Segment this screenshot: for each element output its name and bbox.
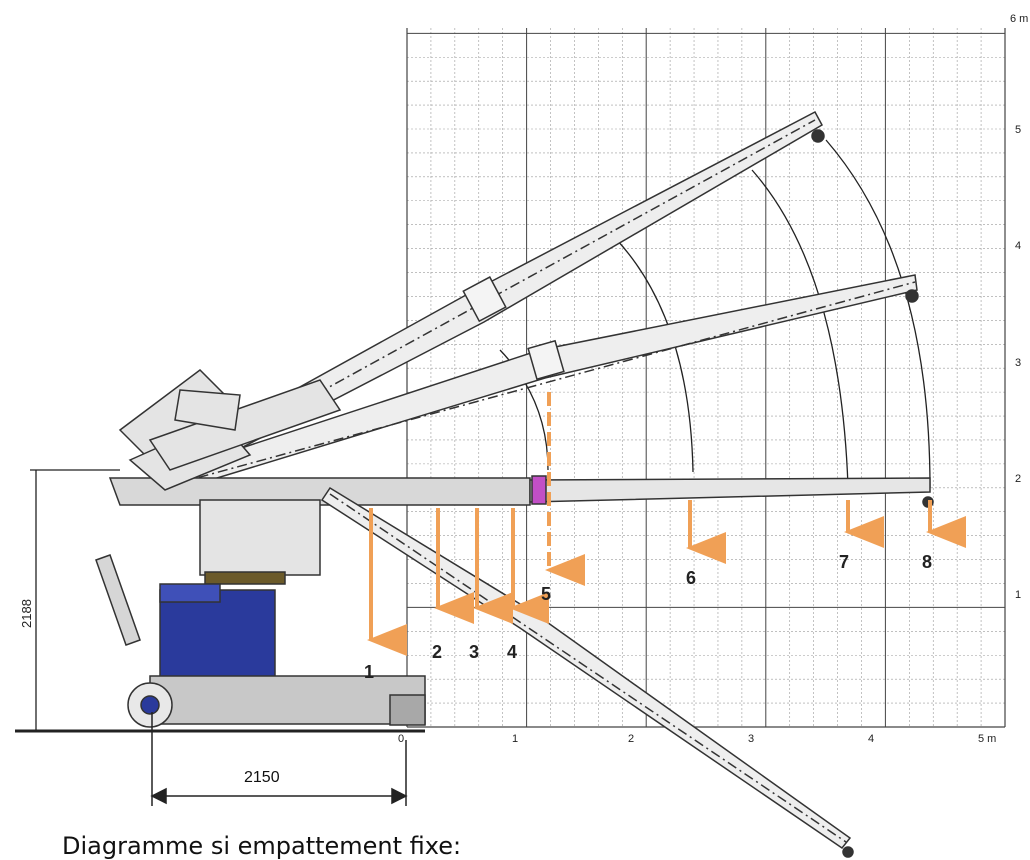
boom-upper-joint <box>462 276 507 323</box>
load-point-4: 4 <box>507 642 517 662</box>
crane-body <box>15 499 426 733</box>
reach-arc-2 <box>751 169 849 487</box>
dimension-height <box>30 469 120 732</box>
boom-lower-centerline <box>329 493 847 843</box>
wheelbase-dim-label: 2150 <box>244 769 280 786</box>
boom-middle-hook <box>905 289 919 303</box>
boom-head-fitting <box>531 475 547 505</box>
boom-middle-centerline <box>159 281 916 489</box>
reach-arc-3 <box>825 139 931 489</box>
x-tick-0: 0 <box>398 733 404 745</box>
chassis <box>149 675 426 725</box>
load-point-5: 5 <box>541 584 551 604</box>
y-tick-1: 1 <box>1015 589 1021 601</box>
reach-arcs <box>499 139 931 489</box>
turret <box>199 499 321 576</box>
boom-middle <box>148 274 919 497</box>
load-point-6: 6 <box>686 568 696 588</box>
wheelbase-arrow-left <box>150 787 167 805</box>
boom-horizontal <box>108 475 934 508</box>
folding-arm <box>118 369 342 491</box>
boom-horizontal-base <box>108 477 531 506</box>
front-outrigger <box>389 694 426 726</box>
y-tick-5: 5 <box>1015 124 1021 136</box>
rear-wheel-hub <box>140 695 160 715</box>
y-tick-3: 3 <box>1015 357 1021 369</box>
load-arrows <box>367 392 966 656</box>
load-point-labels: 1 2 3 4 5 6 7 8 <box>364 552 932 682</box>
handle <box>95 554 141 646</box>
boom-lower <box>320 486 854 858</box>
x-tick-1: 1 <box>512 733 518 745</box>
wheelbase-arrow-right <box>391 787 408 805</box>
x-tick-4: 4 <box>868 733 874 745</box>
x-tick-5: 5 m <box>978 733 996 745</box>
dimension-wheelbase <box>150 712 408 806</box>
y-tick-6: 6 m <box>1010 13 1028 25</box>
x-tick-labels: 0 1 2 3 4 5 m <box>398 733 996 745</box>
boom-middle-joint <box>527 339 565 381</box>
load-point-1: 1 <box>364 662 374 682</box>
tank-top <box>159 583 221 603</box>
height-dim-label: 2188 <box>19 599 34 628</box>
arm-link-d <box>174 389 241 431</box>
y-tick-labels: 1 2 3 4 5 6 m <box>1010 13 1028 601</box>
arm-link-c <box>148 379 342 471</box>
boom-horizontal-extension <box>529 477 931 503</box>
load-point-3: 3 <box>469 642 479 662</box>
x-tick-3: 3 <box>748 733 754 745</box>
slewing-ring <box>204 571 286 585</box>
diagram-caption: Diagramme si empattement fixe: <box>62 832 462 860</box>
load-point-2: 2 <box>432 642 442 662</box>
hydraulic-tank <box>159 589 276 679</box>
load-point-7: 7 <box>839 552 849 572</box>
boom-upper-hook <box>811 129 825 143</box>
y-tick-4: 4 <box>1015 240 1021 252</box>
x-tick-2: 2 <box>628 733 634 745</box>
y-tick-2: 2 <box>1015 473 1021 485</box>
boom-lower-hook <box>842 846 854 858</box>
load-point-8: 8 <box>922 552 932 572</box>
